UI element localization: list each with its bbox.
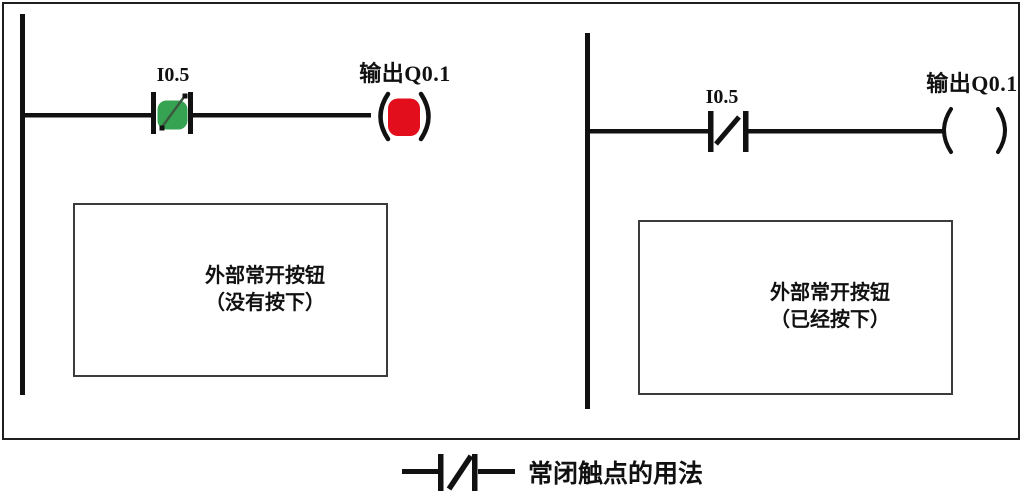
left-contact-label: I0.5 <box>156 64 190 86</box>
right-coil-label: 输出Q0.1 <box>926 71 1018 96</box>
left-callout-line2: （没有按下） <box>205 292 325 314</box>
left-callout-box <box>73 203 388 377</box>
right-callout-text: 外部常开按钮 （已经按下） <box>770 280 890 334</box>
legend-nc-contact-symbol <box>402 454 515 491</box>
left-callout-text: 外部常开按钮 （没有按下） <box>205 263 325 317</box>
right-callout-line1: 外部常开按钮 <box>770 282 890 304</box>
legend-caption: 常闭触点的用法 <box>528 461 704 488</box>
left-callout-line1: 外部常开按钮 <box>205 265 325 287</box>
right-callout-line2: （已经按下） <box>770 309 890 331</box>
right-callout-box <box>638 220 953 395</box>
right-contact-label: I0.5 <box>705 86 739 108</box>
left-coil-label: 输出Q0.1 <box>359 61 451 86</box>
